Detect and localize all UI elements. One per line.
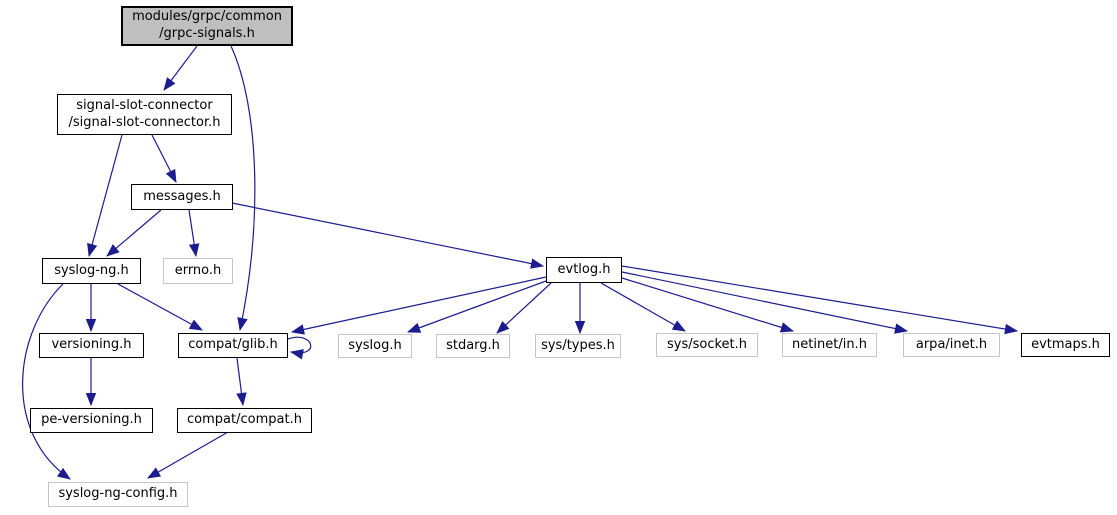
edge-syslog-ng-to-compat-glib xyxy=(117,283,203,331)
edge-evtlog-to-netinet-in xyxy=(621,277,795,333)
edge-grpc-signals-to-compat-glib xyxy=(230,45,256,332)
edge-evtlog-to-evtmaps xyxy=(621,265,1019,335)
edge-messages-to-syslog-ng xyxy=(106,209,162,257)
node-grpc-signals[interactable]: modules/grpc/common /grpc-signals.h xyxy=(121,6,293,46)
node-sys-socket[interactable]: sys/socket.h xyxy=(656,333,758,357)
node-compat-compat[interactable]: compat/compat.h xyxy=(177,408,312,433)
node-stdarg[interactable]: stdarg.h xyxy=(436,334,510,358)
edge-signal-slot-connector-to-syslog-ng xyxy=(87,134,123,258)
edge-messages-to-evtlog xyxy=(231,202,545,269)
node-errno[interactable]: errno.h xyxy=(163,258,233,284)
node-sys-types[interactable]: sys/types.h xyxy=(535,334,621,358)
node-versioning[interactable]: versioning.h xyxy=(39,333,144,358)
node-syslog-ng[interactable]: syslog-ng.h xyxy=(42,258,141,284)
edge-signal-slot-connector-to-messages xyxy=(151,134,177,183)
edge-evtlog-to-stdarg xyxy=(496,282,552,334)
edge-compat-glib-self-loop xyxy=(287,336,312,360)
node-netinet-in[interactable]: netinet/in.h xyxy=(782,333,877,357)
edge-evtlog-to-arpa-inet xyxy=(621,271,909,334)
node-evtlog[interactable]: evtlog.h xyxy=(546,257,622,283)
node-arpa-inet[interactable]: arpa/inet.h xyxy=(903,333,1000,357)
edge-evtlog-to-syslog xyxy=(407,280,547,333)
node-signal-slot-connector[interactable]: signal-slot-connector /signal-slot-conne… xyxy=(57,94,232,135)
node-compat-glib[interactable]: compat/glib.h xyxy=(178,333,288,358)
edge-compat-compat-to-syslog-ng-config xyxy=(147,431,229,479)
edge-compat-glib-to-compat-compat xyxy=(236,357,247,407)
node-syslog[interactable]: syslog.h xyxy=(338,334,412,358)
edge-grpc-signals-to-signal-slot-connector xyxy=(163,45,198,91)
edge-evtlog-to-compat-glib xyxy=(290,276,547,335)
edge-syslog-ng-to-syslog-ng-config xyxy=(22,283,71,480)
node-syslog-ng-config[interactable]: syslog-ng-config.h xyxy=(48,482,188,507)
edge-evtlog-to-sys-socket xyxy=(600,282,686,332)
node-pe-versioning[interactable]: pe-versioning.h xyxy=(30,408,153,433)
node-evtmaps[interactable]: evtmaps.h xyxy=(1021,333,1110,357)
edge-messages-to-errno xyxy=(188,209,200,258)
node-messages[interactable]: messages.h xyxy=(131,184,233,210)
